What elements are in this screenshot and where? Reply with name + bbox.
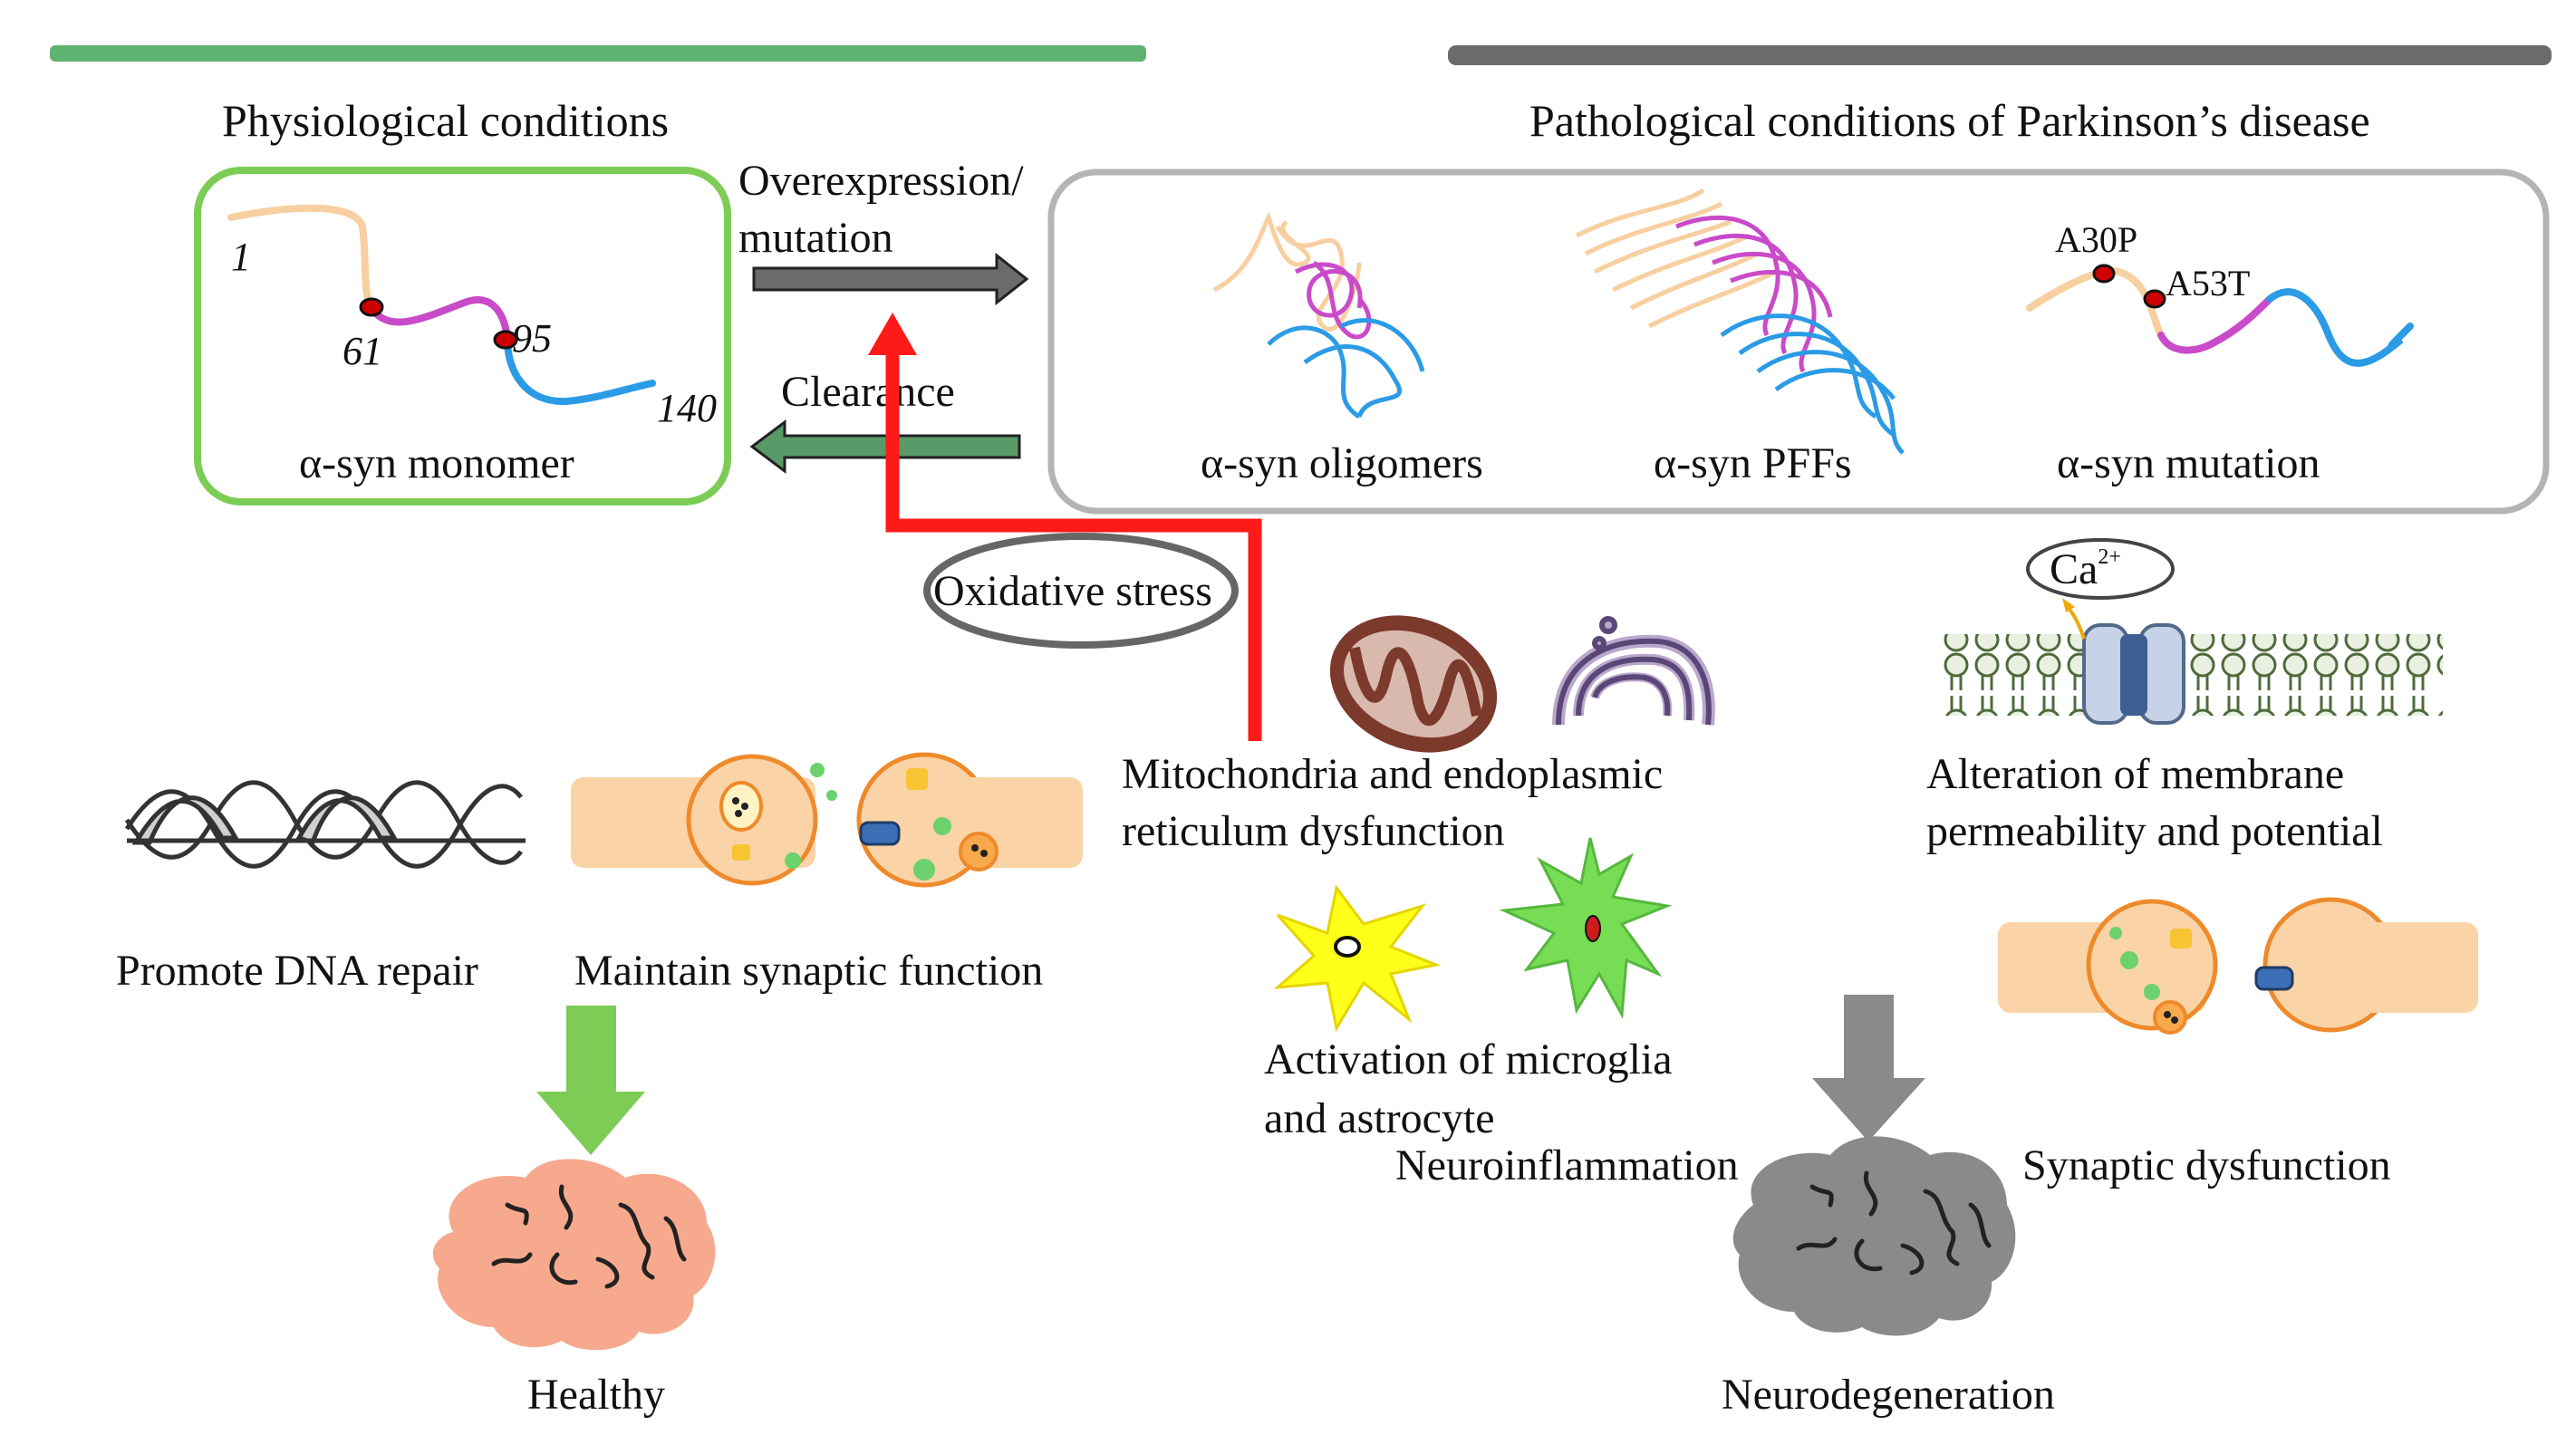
healthy-brain-icon: [432, 1159, 716, 1351]
overexpression-arrow: [752, 252, 1029, 306]
neurodegeneration-arrow: [1812, 995, 1925, 1141]
membrane-label-line1: Alteration of membrane: [1926, 750, 2344, 798]
alpha-syn-mutation-icon: [2026, 264, 2414, 367]
astrocyte-icon: [1273, 884, 1442, 1033]
calcium-ion-label: Ca2+: [2050, 545, 2121, 593]
residue-label-95: 95: [512, 316, 552, 361]
mitochondrion-icon: [1329, 615, 1498, 753]
physiological-header-bar: [50, 45, 1146, 62]
neuroinflammation-label: Neuroinflammation: [1395, 1141, 1739, 1189]
glia-label-line2: and astrocyte: [1264, 1094, 1495, 1142]
monomer-box: [194, 167, 731, 506]
degenerated-brain-icon: [1732, 1136, 2016, 1336]
mito-er-label-line2: reticulum dysfunction: [1122, 807, 1505, 855]
oxidative-stress-oval: [923, 533, 1239, 649]
astrocyte-nucleus: [1334, 936, 1361, 958]
healthy-outcome-arrow: [536, 1006, 645, 1155]
oxidative-stress-arrow: [885, 349, 1262, 741]
alpha-syn-oligomers-icon: [1212, 211, 1425, 419]
overexpression-label: Overexpression/: [738, 157, 1024, 205]
dna-repair-label: Promote DNA repair: [116, 947, 478, 995]
residue-label-1: 1: [231, 235, 251, 279]
physiological-title: Physiological conditions: [222, 95, 669, 146]
pathological-box: [1047, 169, 2550, 515]
oxidative-stress-label: Oxidative stress: [933, 567, 1212, 615]
mutation-panel-label: α-syn mutation: [2057, 439, 2320, 487]
healthy-label: Healthy: [527, 1371, 665, 1419]
membrane-label-line2: permeability and potential: [1926, 807, 2383, 855]
synaptic-function-label: Maintain synaptic function: [574, 947, 1043, 995]
mutation-site-a53t: A53T: [2166, 263, 2250, 303]
synaptic-dysfunction-label: Synaptic dysfunction: [2022, 1141, 2391, 1189]
neurodegeneration-label: Neurodegeneration: [1722, 1371, 2055, 1419]
residue-label-140: 140: [657, 386, 717, 430]
dna-helix-icon: [124, 780, 526, 869]
microglia-nucleus: [1585, 915, 1601, 942]
glia-label-line1: Activation of microglia: [1264, 1035, 1673, 1083]
oligomers-label: α-syn oligomers: [1201, 439, 1483, 487]
mito-er-label-line1: Mitochondria and endoplasmic: [1122, 750, 1663, 798]
pathological-title: Pathological conditions of Parkinson’s d…: [1529, 95, 2370, 146]
pathological-header-bar: [1448, 45, 2552, 65]
degenerated-brain-folds: [1796, 1170, 1992, 1276]
alpha-syn-pffs-icon: [1575, 188, 1905, 455]
mutation-label: mutation: [738, 214, 893, 262]
alpha-syn-monomer-icon: [227, 204, 656, 406]
pffs-label: α-syn PFFs: [1654, 439, 1852, 487]
monomer-label: α-syn monomer: [299, 439, 574, 487]
clearance-label: Clearance: [781, 368, 955, 416]
membrane-bilayer-icon: [1939, 598, 2443, 725]
healthy-brain-folds: [491, 1184, 687, 1289]
dysfunctional-synapse-icon: [1998, 897, 2478, 1035]
oxidative-stress-arrowhead: [868, 313, 917, 355]
mutation-site-a30p: A30P: [2055, 219, 2137, 260]
calcium-ion-oval: [2026, 538, 2175, 600]
endoplasmic-reticulum-icon: [1552, 616, 1715, 726]
residue-label-61: 61: [343, 329, 382, 373]
healthy-synapse-icon: [571, 752, 1083, 888]
